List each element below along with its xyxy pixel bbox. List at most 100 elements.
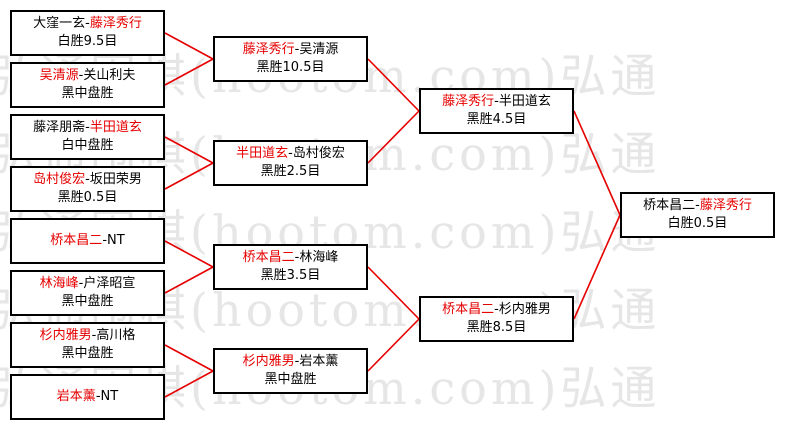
final-match-box: 桥本昌二-藤泽秀行白胜0.5目 — [620, 192, 775, 238]
player-black: 桥本昌二 — [442, 302, 495, 317]
match-players: 桥本昌二-NT — [50, 232, 124, 250]
bracket-connector — [367, 318, 420, 372]
player-white: 户泽昭宣 — [83, 276, 136, 291]
player-white: 半田道玄 — [89, 120, 142, 135]
round1-match-box: 吴清源-关山利夫黑中盘胜 — [10, 62, 165, 108]
round3-match-box: 藤泽秀行-半田道玄黑胜4.5目 — [419, 88, 574, 134]
match-result: 白胜0.5目 — [667, 216, 728, 231]
player-white: 吴清源 — [299, 42, 339, 57]
match-result: 白中盘胜 — [61, 138, 114, 153]
player-separator: - — [494, 302, 499, 317]
match-players: 大窪一玄-藤泽秀行 — [33, 15, 142, 33]
player-separator: - — [95, 389, 101, 404]
player-white: 林海峰 — [299, 250, 339, 265]
player-black: 藤泽秀行 — [242, 42, 295, 57]
player-separator: - — [78, 68, 84, 83]
player-separator: - — [294, 354, 300, 369]
bracket-connector — [164, 370, 214, 398]
bracket-connector — [164, 32, 214, 60]
player-separator: - — [78, 276, 84, 291]
match-players: 岛村俊宏-坂田荣男 — [33, 171, 142, 189]
player-black: 藤泽秀行 — [442, 94, 495, 109]
player-separator: - — [85, 172, 90, 187]
round1-match-box: 杉内雅男-高川格黑中盘胜 — [10, 322, 165, 368]
match-players: 林海峰-户泽昭宣 — [40, 275, 136, 293]
bracket-connector — [573, 110, 621, 216]
player-white: 坂田荣男 — [89, 172, 142, 187]
player-separator: - — [695, 198, 700, 213]
player-separator: - — [494, 94, 499, 109]
round1-match-box: 岛村俊宏-坂田荣男黑胜0.5目 — [10, 166, 165, 212]
round2-match-box: 杉内雅男-岩本薰黑中盘胜 — [213, 348, 368, 394]
match-result: 黑胜8.5目 — [466, 320, 527, 335]
player-separator: - — [294, 250, 300, 265]
player-white: 半田道玄 — [498, 94, 551, 109]
player-black: 岩本薰 — [56, 389, 96, 404]
match-result: 黑中盘胜 — [61, 86, 114, 101]
match-result: 白胜9.5目 — [57, 34, 118, 49]
bracket-connector — [164, 136, 214, 164]
player-black: 桥本昌二 — [50, 233, 103, 248]
match-players: 桥本昌二-藤泽秀行 — [643, 197, 752, 215]
round2-match-box: 半田道玄-岛村俊宏黑胜2.5目 — [213, 140, 368, 186]
match-result: 黑胜0.5目 — [57, 190, 118, 205]
bracket-connector — [164, 58, 214, 86]
player-separator: - — [85, 16, 90, 31]
bracket-connector — [367, 266, 420, 320]
player-black: 吴清源 — [39, 68, 79, 83]
player-black: 桥本昌二 — [643, 198, 696, 213]
match-players: 吴清源-关山利夫 — [40, 67, 136, 85]
bracket-connector — [367, 58, 420, 112]
player-separator: - — [288, 146, 293, 161]
player-black: 杉内雅男 — [242, 354, 295, 369]
player-white: 岛村俊宏 — [292, 146, 345, 161]
player-black: 杉内雅男 — [39, 328, 92, 343]
bracket-connector — [164, 240, 214, 268]
player-black: 桥本昌二 — [242, 250, 295, 265]
player-separator: - — [91, 328, 97, 343]
player-black: 半田道玄 — [236, 146, 289, 161]
round2-match-box: 桥本昌二-林海峰黑胜3.5目 — [213, 244, 368, 290]
round1-match-box: 藤泽朋斋-半田道玄白中盘胜 — [10, 114, 165, 160]
round1-match-box: 岩本薰-NT — [10, 374, 165, 420]
player-white: NT — [107, 233, 125, 248]
match-players: 藤泽秀行-吴清源 — [243, 41, 339, 59]
match-result: 黑中盘胜 — [61, 346, 114, 361]
player-black: 林海峰 — [39, 276, 79, 291]
player-white: 关山利夫 — [83, 68, 136, 83]
match-result: 黑中盘胜 — [264, 372, 317, 387]
player-white: 岩本薰 — [299, 354, 339, 369]
match-result: 黑胜3.5目 — [260, 268, 321, 283]
match-players: 半田道玄-岛村俊宏 — [236, 145, 345, 163]
player-black: 大窪一玄 — [33, 16, 86, 31]
round2-match-box: 藤泽秀行-吴清源黑胜10.5目 — [213, 36, 368, 82]
match-result: 黑中盘胜 — [61, 294, 114, 309]
bracket-connector — [164, 344, 214, 372]
match-players: 杉内雅男-高川格 — [40, 327, 136, 345]
player-white: 藤泽秀行 — [89, 16, 142, 31]
match-result: 黑胜10.5目 — [256, 60, 325, 75]
match-players: 桥本昌二-杉内雅男 — [442, 301, 551, 319]
bracket-connector — [164, 266, 214, 294]
match-players: 藤泽朋斋-半田道玄 — [33, 119, 142, 137]
match-result: 黑胜2.5目 — [260, 164, 321, 179]
player-white: 杉内雅男 — [498, 302, 551, 317]
player-white: 高川格 — [96, 328, 136, 343]
match-players: 桥本昌二-林海峰 — [243, 249, 339, 267]
bracket-connector — [573, 214, 621, 320]
bracket-connector — [164, 162, 214, 190]
player-white: 藤泽秀行 — [699, 198, 752, 213]
round1-match-box: 桥本昌二-NT — [10, 218, 165, 264]
player-white: NT — [100, 389, 119, 404]
bracket-connector — [367, 110, 420, 164]
round3-match-box: 桥本昌二-杉内雅男黑胜8.5目 — [419, 296, 574, 342]
player-separator: - — [294, 42, 300, 57]
match-result: 黑胜4.5目 — [466, 112, 527, 127]
round1-match-box: 大窪一玄-藤泽秀行白胜9.5目 — [10, 10, 165, 56]
player-separator: - — [85, 120, 90, 135]
match-players: 岩本薰-NT — [57, 388, 118, 406]
match-players: 杉内雅男-岩本薰 — [243, 353, 339, 371]
match-players: 藤泽秀行-半田道玄 — [442, 93, 551, 111]
